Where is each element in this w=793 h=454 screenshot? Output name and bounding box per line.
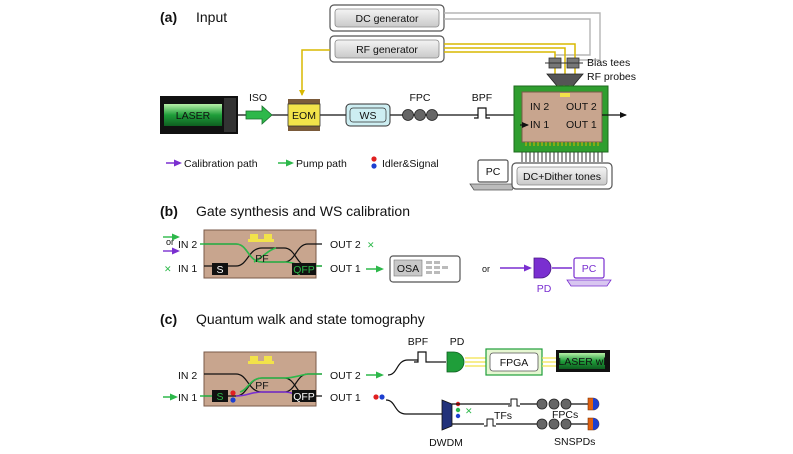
c-qfp: QFP — [293, 391, 315, 403]
c-dwdm: DWDM — [429, 437, 463, 449]
chip-in1: IN 1 — [530, 119, 549, 131]
fpc-paddles-top — [536, 398, 572, 410]
osa: OSA — [389, 255, 461, 283]
osa-label: OSA — [397, 263, 419, 275]
panel-c-letter: (c) — [160, 311, 177, 327]
c-tfs: TFs — [494, 410, 512, 422]
photodiode-icon-b — [533, 257, 552, 279]
legend-pump: Pump path — [296, 158, 347, 170]
chip-out2: OUT 2 — [566, 101, 597, 113]
panel-b-letter: (b) — [160, 203, 178, 219]
b-pf: PF — [255, 253, 268, 265]
eom: EOM — [287, 99, 321, 131]
b-in2: IN 2 — [178, 239, 197, 251]
rf-wires — [299, 43, 578, 96]
fpc-label: FPC — [410, 92, 431, 104]
bpf-label: BPF — [472, 92, 492, 104]
legend-idler: Idler&Signal — [382, 158, 439, 170]
bpf-icon — [474, 107, 490, 119]
b-qfp: QFP — [293, 264, 315, 276]
laser-wl: LASER wl — [556, 350, 610, 372]
bias-tees — [545, 57, 583, 69]
dc-dither-source: DC+Dither tones — [511, 162, 613, 190]
pc-computer-icon-b: PC — [566, 257, 612, 287]
rf-probes-label: RF probes — [587, 71, 636, 83]
b-or-left: or — [166, 237, 174, 247]
snspd-detectors — [587, 397, 600, 431]
b-out2: OUT 2 — [330, 239, 361, 251]
panel-a-heading: Input — [196, 9, 227, 25]
chip-c: PF S QFP — [200, 351, 322, 407]
dc-generator-label: DC generator — [355, 13, 419, 25]
b-pc: PC — [582, 263, 597, 275]
fpc-paddles-bottom — [536, 418, 572, 430]
c-pd: PD — [450, 336, 465, 348]
eom-label: EOM — [292, 110, 316, 122]
laser-source: LASER — [160, 96, 238, 134]
c-snspds: SNSPDs — [554, 436, 595, 448]
dc-cable-ribbon — [521, 152, 603, 162]
b-in1: IN 1 — [178, 263, 197, 275]
chip-b: PF S QFP — [200, 229, 322, 279]
laser-label: LASER — [176, 110, 211, 122]
pc-computer-icon: PC — [469, 159, 517, 191]
b-out1: OUT 1 — [330, 263, 361, 275]
legend: Calibration path Pump path Idler&Signal — [166, 156, 439, 170]
chip-out1: OUT 1 — [566, 119, 597, 131]
dc-generator: DC generator — [329, 4, 445, 32]
panel-c-heading: Quantum walk and state tomography — [196, 311, 425, 327]
c-in1: IN 1 — [178, 392, 197, 404]
b-or-mid: or — [482, 264, 490, 274]
c-fpcs: FPCs — [552, 409, 578, 421]
panel-b-heading: Gate synthesis and WS calibration — [196, 203, 410, 219]
dc-wires — [444, 12, 601, 61]
photodiode-icon-c — [446, 351, 465, 373]
pc-label-a: PC — [486, 166, 501, 178]
fpga: FPGA — [485, 348, 543, 376]
c-laser-wl: LASER wl — [558, 356, 605, 368]
svg-text:✕: ✕ — [465, 406, 473, 416]
bpf-icon-c — [414, 351, 430, 363]
c-s: S — [216, 391, 223, 403]
c-out2: OUT 2 — [330, 370, 361, 382]
isolator-arrow-icon — [245, 105, 273, 125]
c-fpga: FPGA — [500, 357, 529, 369]
dither-label: DC+Dither tones — [523, 171, 601, 183]
c-out1: OUT 1 — [330, 392, 361, 404]
photonic-chip-board: IN 2 IN 1 OUT 2 OUT 1 — [513, 85, 609, 153]
chip-in2: IN 2 — [530, 101, 549, 113]
dwdm-channel-dots: ✕ — [455, 401, 473, 419]
iso-label: ISO — [249, 92, 267, 104]
out2-fiber — [387, 359, 420, 376]
rf-generator-label: RF generator — [356, 44, 418, 56]
c-pf: PF — [255, 380, 268, 392]
rf-generator: RF generator — [329, 35, 445, 63]
c-in2: IN 2 — [178, 370, 197, 382]
bias-tees-label: Bias tees — [587, 57, 630, 69]
c-bpf: BPF — [408, 336, 428, 348]
b-cross-in1: ✕ — [164, 264, 172, 274]
b-cross-out2: ✕ — [367, 240, 375, 250]
b-s: S — [216, 264, 223, 276]
wavelength-shaper: WS — [345, 103, 391, 127]
b-pd: PD — [537, 283, 552, 295]
legend-calibration: Calibration path — [184, 158, 258, 170]
ws-label: WS — [360, 110, 377, 122]
fpc-paddles — [402, 109, 438, 121]
dwdm — [441, 399, 453, 431]
panel-a-letter: (a) — [160, 9, 177, 25]
